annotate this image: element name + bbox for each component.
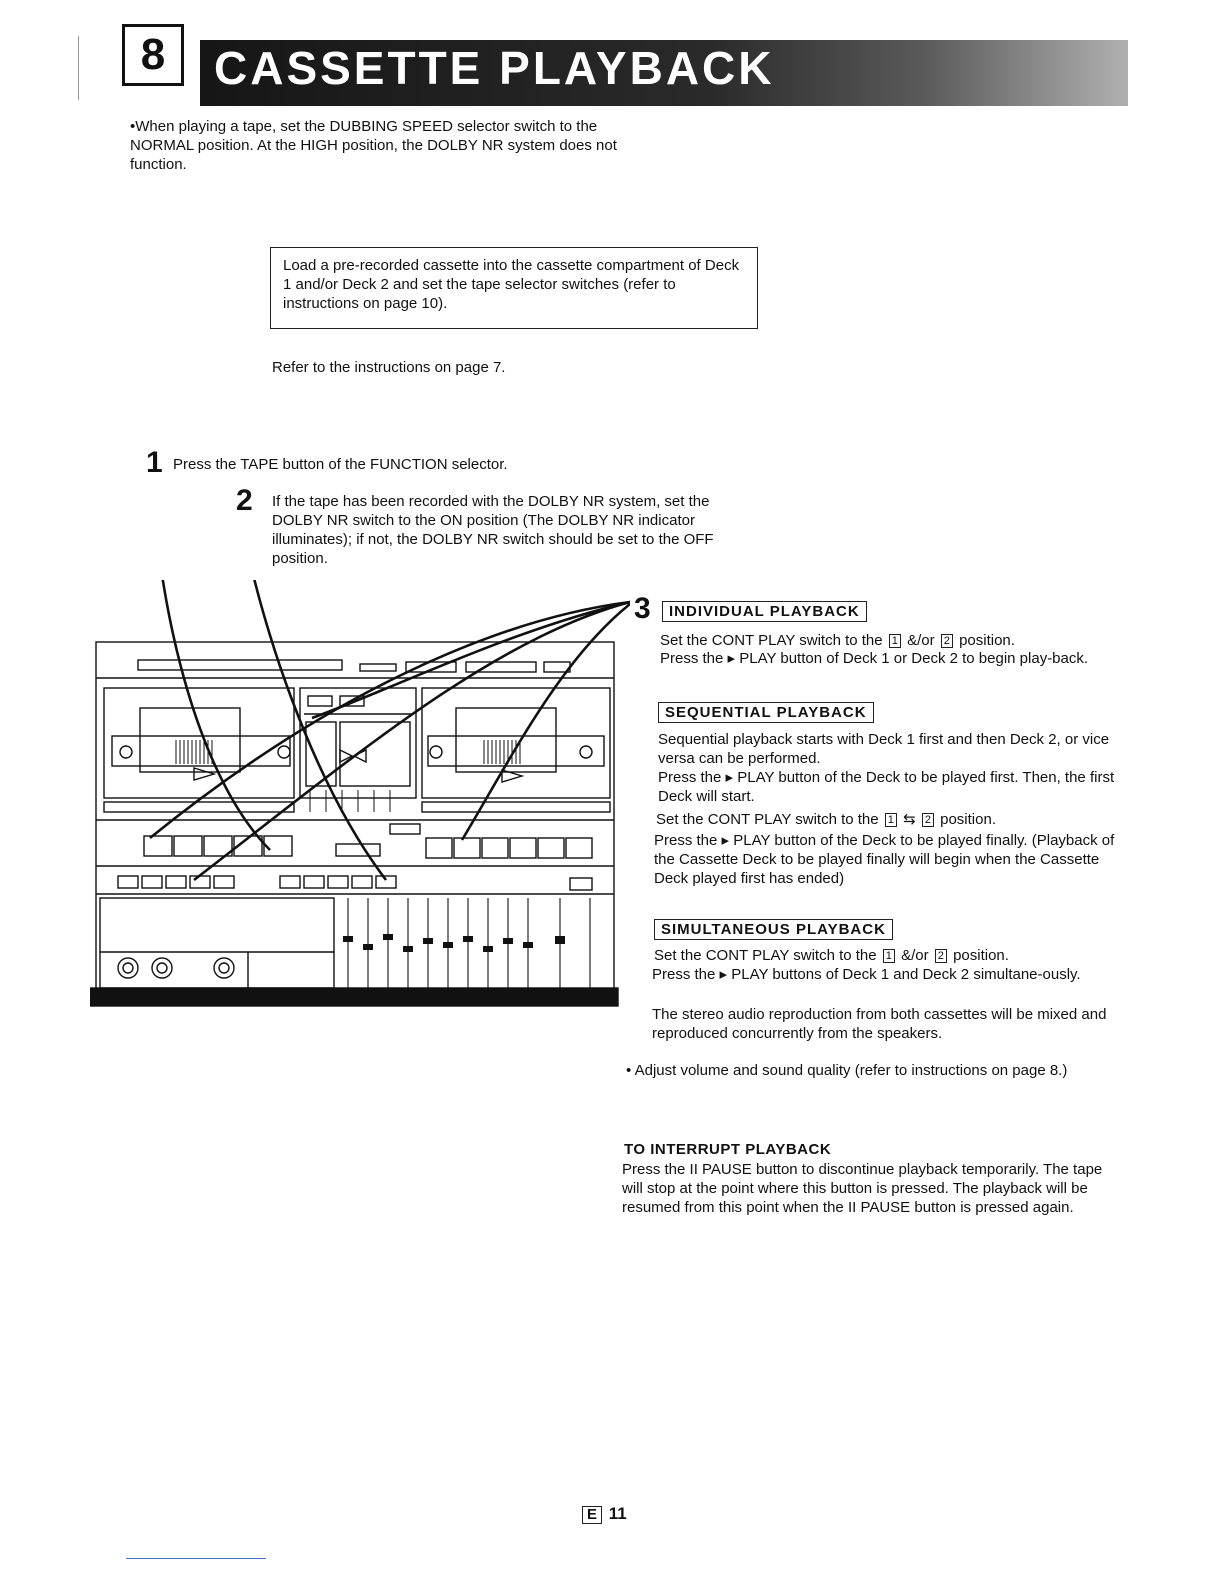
swap-arrow-icon: ⇆ — [903, 811, 916, 828]
sequential-line-3: Set the CONT PLAY switch to the 1 ⇆ 2 po… — [656, 810, 1118, 829]
interrupt-heading: TO INTERRUPT PLAYBACK — [624, 1141, 832, 1158]
sequential-text-4: Press the ▸ PLAY button of the Deck to b… — [654, 832, 1115, 887]
simultaneous-text-2: Press the ▸ PLAY buttons of Deck 1 and D… — [652, 966, 1081, 983]
step-3-number: 3 — [634, 592, 651, 625]
title-bar — [200, 40, 1128, 106]
simultaneous-line-1b: &/or — [901, 947, 929, 964]
step-2-text: If the tape has been recorded with the D… — [272, 493, 714, 567]
individual-line-1c: position. — [959, 632, 1015, 649]
cont-play-chip-2: 2 — [921, 813, 934, 828]
cont-play-chip-1: 1 — [888, 634, 901, 649]
sequential-line-3a: Set the CONT PLAY switch to the — [656, 811, 879, 828]
step-2-number: 2 — [236, 484, 253, 517]
refer-line: Refer to the instructions on page 7. — [272, 359, 506, 376]
individual-playback-label: INDIVIDUAL PLAYBACK — [662, 601, 867, 622]
interrupt-text: Press the II PAUSE button to discontinue… — [622, 1161, 1103, 1216]
sequential-playback-section: SEQUENTIAL PLAYBACK — [658, 702, 874, 723]
cassette-deck-illustration — [90, 580, 630, 1007]
adjust-note: • Adjust volume and sound quality (refer… — [626, 1062, 1068, 1079]
load-instructions-box: Load a pre-recorded cassette into the ca… — [270, 247, 758, 329]
simultaneous-playback-label: SIMULTANEOUS PLAYBACK — [654, 919, 893, 940]
sequential-line-3b: position. — [940, 811, 996, 828]
individual-line-1a: Set the CONT PLAY switch to the — [660, 632, 883, 649]
simultaneous-line-1a: Set the CONT PLAY switch to the — [654, 947, 877, 964]
simultaneous-playback-section: SIMULTANEOUS PLAYBACK — [654, 919, 893, 940]
section-number: 8 — [122, 24, 184, 86]
individual-line-2: Press the ▸ PLAY button of Deck 1 or Dec… — [660, 650, 1089, 667]
simultaneous-text-3: The stereo audio reproduction from both … — [652, 1006, 1107, 1042]
cont-play-chip-2: 2 — [934, 949, 947, 964]
step-1-number: 1 — [146, 446, 163, 479]
simultaneous-line-1c: position. — [953, 947, 1009, 964]
page-number: 11 — [608, 1504, 627, 1523]
step-1-text: Press the TAPE button of the FUNCTION se… — [173, 456, 508, 473]
cont-play-chip-1: 1 — [882, 949, 895, 964]
cont-play-chip-2: 2 — [940, 634, 953, 649]
margin-mark — [78, 36, 79, 100]
footer-rule — [126, 1558, 266, 1559]
sequential-text-1: Sequential playback starts with Deck 1 f… — [658, 731, 1110, 767]
cont-play-chip-1: 1 — [884, 813, 897, 828]
individual-line-1: Set the CONT PLAY switch to the 1 &/or 2… — [660, 631, 1120, 650]
individual-playback-section: INDIVIDUAL PLAYBACK — [662, 601, 867, 622]
language-chip: E — [582, 1505, 603, 1524]
sequential-playback-label: SEQUENTIAL PLAYBACK — [658, 702, 874, 723]
individual-line-1b: &/or — [907, 632, 935, 649]
simultaneous-line-1: Set the CONT PLAY switch to the 1 &/or 2… — [654, 946, 1116, 965]
sequential-text-2: Press the ▸ PLAY button of the Deck to b… — [658, 769, 1115, 805]
page-title: CASSETTE PLAYBACK — [214, 42, 775, 94]
intro-note: •When playing a tape, set the DUBBING SP… — [130, 118, 617, 173]
page-footer: E 11 — [580, 1504, 627, 1524]
